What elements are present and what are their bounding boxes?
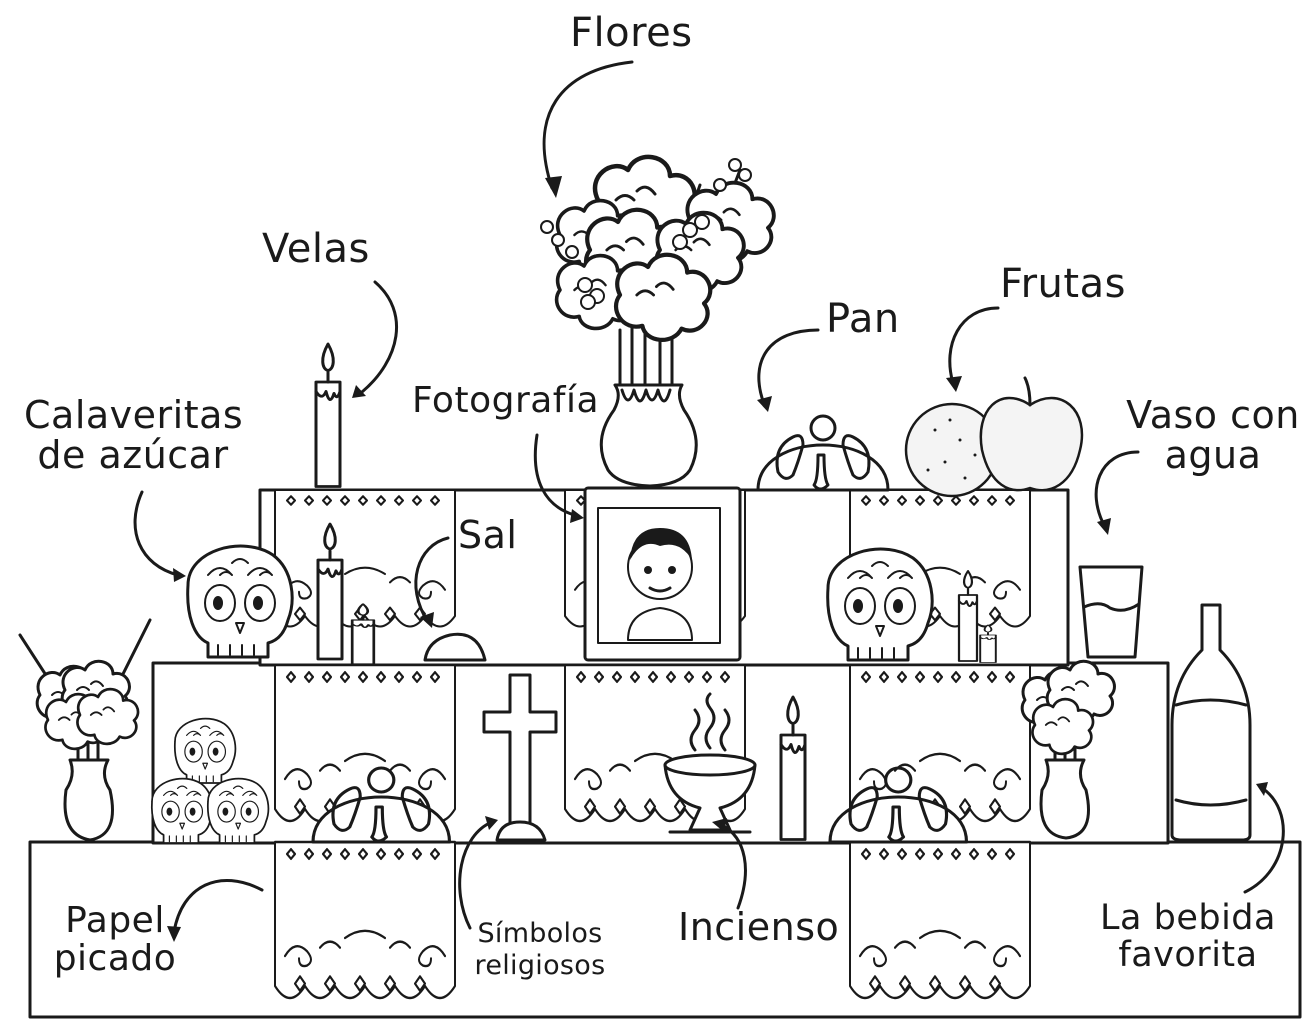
label-bebida-line1: La bebida	[1100, 898, 1276, 938]
sugar-skull-icon	[186, 544, 294, 659]
altar-tier-bottom	[28, 840, 1302, 1019]
bottle-icon	[1170, 603, 1252, 842]
label-flores: Flores	[570, 10, 693, 56]
label-bebida-favorita: La bebida favorita	[1088, 900, 1288, 974]
label-vaso-agua: Vaso con agua	[1118, 393, 1308, 477]
sugar-skull-icon	[826, 547, 934, 662]
salt-pile-icon	[423, 632, 487, 662]
label-papel-line2: picado	[53, 937, 177, 979]
label-frutas: Frutas	[1000, 261, 1126, 307]
arrow-icon	[133, 60, 1285, 942]
label-calaveritas: Calaveritas de azúcar	[24, 393, 244, 477]
label-pan: Pan	[826, 296, 900, 342]
photo-frame-icon	[583, 486, 742, 662]
label-calaveritas-line2: de azúcar	[37, 432, 229, 477]
label-vaso-line2: agua	[1164, 432, 1262, 477]
label-calaveritas-line1: Calaveritas	[24, 393, 244, 437]
label-fotografia: Fotografía	[412, 380, 600, 421]
label-papel-picado: Papel picado	[52, 902, 178, 978]
marigold-flowers-icon	[18, 618, 152, 842]
cross-icon	[482, 673, 558, 842]
label-papel-line1: Papel	[65, 900, 165, 941]
candle-icon	[314, 342, 342, 488]
label-vaso-line1: Vaso con	[1126, 393, 1300, 437]
label-simbolos-religiosos: Símbolos religiosos	[470, 918, 610, 983]
label-incienso: Incienso	[678, 905, 840, 949]
label-simbolos-line1: Símbolos	[477, 918, 603, 949]
label-bebida-line2: favorita	[1118, 934, 1258, 975]
pan-de-muerto-icon	[756, 414, 890, 492]
apple-icon	[979, 376, 1084, 492]
incense-burner-icon	[663, 692, 757, 834]
marigold-flowers-icon	[540, 157, 776, 488]
label-velas: Velas	[262, 226, 370, 272]
label-simbolos-line2: religiosos	[474, 950, 606, 982]
label-sal: Sal	[458, 513, 518, 557]
marigold-flowers-icon	[1020, 659, 1116, 840]
water-glass-icon	[1078, 565, 1144, 659]
